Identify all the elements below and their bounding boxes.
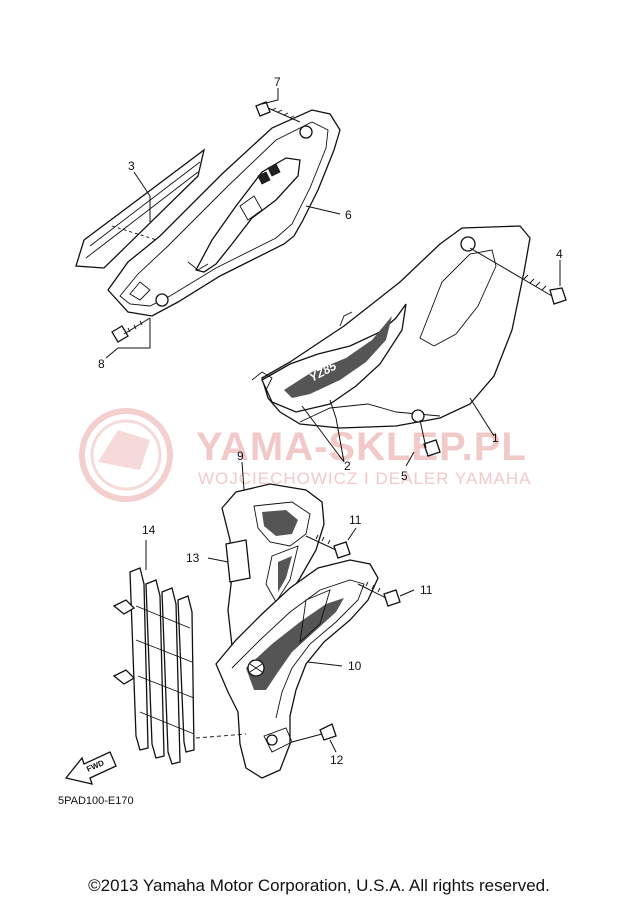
callout-9: 9 [237,449,244,463]
bolt-11b [357,581,401,607]
bolt-5 [419,419,441,457]
callout-3: 3 [128,159,135,173]
callout-7: 7 [274,75,281,89]
callout-11-b: 11 [420,583,433,597]
callout-13: 13 [186,551,200,565]
callout-12: 12 [330,753,344,767]
callout-11-a: 11 [349,513,362,527]
leader-lines [105,88,561,753]
fwd-arrow-icon: FWD [64,751,117,785]
bolt-7 [255,101,301,123]
bolt-12 [291,723,337,743]
callout-1: 1 [492,431,499,445]
callout-5: 5 [401,469,408,483]
callout-14: 14 [142,523,156,537]
callout-10: 10 [348,659,362,673]
watermark-logo-icon [79,408,173,502]
callout-2: 2 [344,459,351,473]
watermark-subtitle: WOJCIECHOWICZ I DEALER YAMAHA [198,469,531,488]
bolt-8 [111,317,151,343]
part-14-radiator-guard [112,567,247,765]
callout-8: 8 [98,357,105,371]
part-1-side-cover: YZ85 [251,225,531,429]
callout-4: 4 [556,247,563,261]
copyright-notice: ©2013 Yamaha Motor Corporation, U.S.A. A… [88,876,550,895]
bolt-11a [305,534,351,559]
part-6-side-cover [107,109,341,317]
callout-6: 6 [345,208,352,222]
part-9-shroud [221,483,325,666]
bolt-4 [469,247,567,305]
diagram-code: 5PAD100-E170 [58,795,134,807]
part-13-pad [225,539,251,583]
watermark-title: YAMA-SKLEP.PL [196,425,527,469]
part-10-shroud [215,559,379,779]
callouts: 7 3 6 4 8 1 2 5 9 11 14 13 11 10 12 [98,75,563,767]
watermark: YAMA-SKLEP.PL WOJCIECHOWICZ I DEALER YAM… [79,408,531,502]
